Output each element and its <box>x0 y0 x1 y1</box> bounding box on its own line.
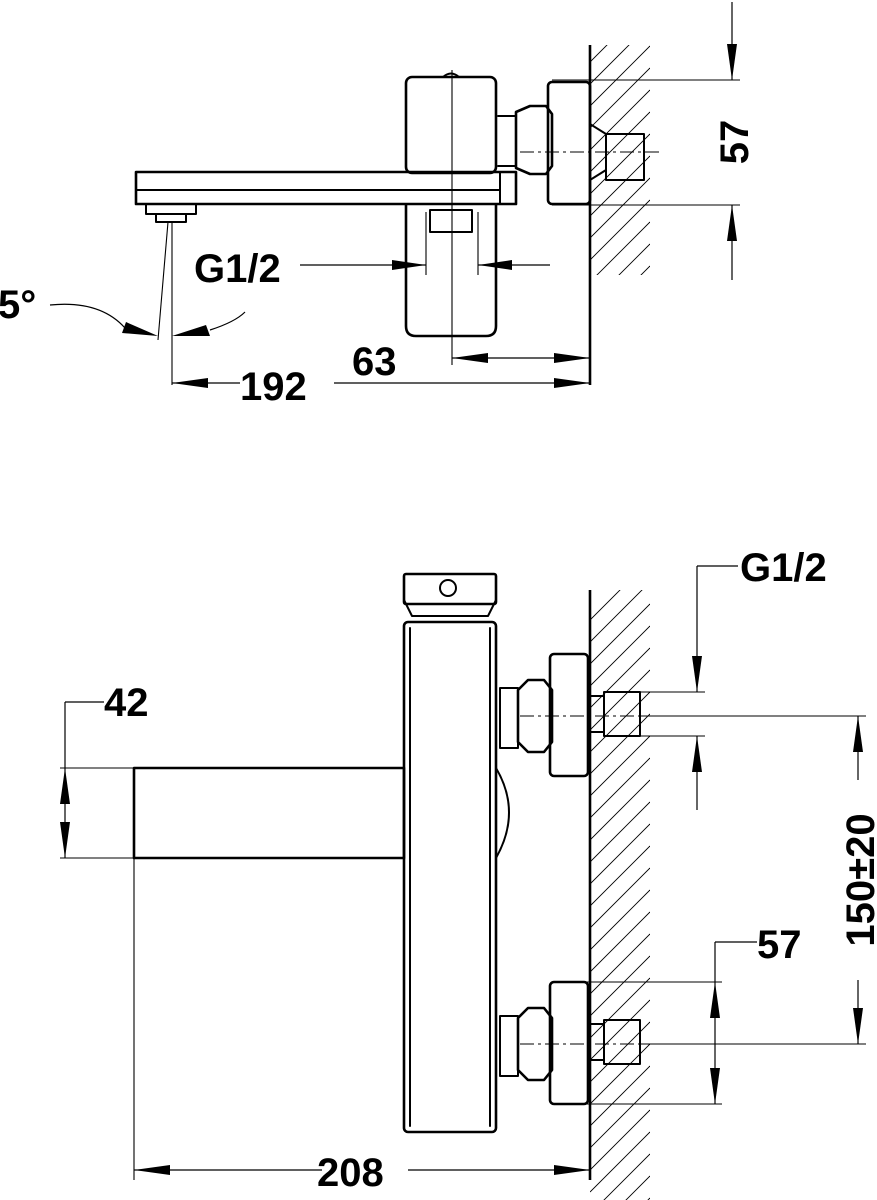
eccentric-connector-lower <box>499 980 650 1106</box>
wall-hatch-line <box>590 590 621 621</box>
dimension-63: 63 <box>352 340 590 384</box>
dimension-192: 192 <box>172 365 590 409</box>
dim-63-label: 63 <box>352 340 397 384</box>
wall-hatch-line <box>590 933 650 995</box>
mixer-body-side <box>404 70 498 365</box>
dimension-57-side: 57 <box>552 2 757 280</box>
spout-front <box>132 766 510 860</box>
dimension-57-front: 57 <box>552 923 802 1105</box>
wall-hatch-line <box>590 1065 650 1127</box>
side-view: 57 G1/2 5° 63 <box>0 0 757 409</box>
dim-42-label: 42 <box>104 681 149 725</box>
wall-hatch-line <box>590 823 650 885</box>
wall-hatch-line <box>590 955 650 1017</box>
wall-hatch-line <box>590 911 650 973</box>
wall-hatch-line <box>590 199 650 261</box>
wall-hatch-line <box>590 1109 650 1171</box>
wall-hatch-line <box>590 889 650 951</box>
wall-hatch-line <box>590 67 650 129</box>
wall-hatch-line <box>590 647 650 709</box>
dimension-thread-front: G1/2 <box>604 546 827 810</box>
wall-hatch-line <box>590 867 650 929</box>
wall-hatch-line <box>640 265 650 275</box>
wall-section-bottom <box>588 590 650 1200</box>
dimension-42: 42 <box>60 681 149 859</box>
thread-label-front: G1/2 <box>740 546 827 590</box>
dim-57-side-label: 57 <box>713 120 757 165</box>
wall-hatch-line <box>590 177 650 239</box>
wall-hatch-line <box>590 45 650 107</box>
wall-hatch-line <box>590 669 650 731</box>
dim-208-label: 208 <box>317 1151 384 1195</box>
wall-hatch-line <box>590 45 608 63</box>
wall-hatch-line <box>625 1175 650 1200</box>
wall-hatch-line <box>603 1153 650 1200</box>
wall-hatch-line <box>590 133 650 195</box>
thermostat-handle <box>402 572 498 617</box>
wall-hatch-line <box>618 243 650 275</box>
angle-label: 5° <box>0 283 36 327</box>
wall-hatch-line <box>590 845 650 907</box>
wall-hatch-line <box>590 779 650 841</box>
mixer-body-front <box>402 620 498 1134</box>
dimension-150: 150±20 <box>640 715 877 1045</box>
wall-hatch-line <box>590 590 643 643</box>
eccentric-connector-side <box>429 80 660 233</box>
wall-hatch-line <box>590 89 650 151</box>
wall-hatch-line <box>590 1087 650 1149</box>
dim-192-label: 192 <box>240 365 307 409</box>
dimension-angle: 5° <box>0 221 246 385</box>
wall-section-top <box>588 0 650 385</box>
wall-hatch-line <box>590 111 650 173</box>
wall-hatch-line <box>590 625 650 687</box>
wall-hatch-line <box>590 735 650 797</box>
dim-57-front-label: 57 <box>757 923 802 967</box>
wall-hatch-line <box>590 603 650 665</box>
dimension-thread-side: G1/2 <box>194 212 550 291</box>
wall-hatch-line <box>590 1131 650 1193</box>
wall-hatch-line <box>590 155 650 217</box>
wall-hatch-line <box>590 801 650 863</box>
thread-label-side: G1/2 <box>194 247 281 291</box>
wall-hatch-line <box>590 288 650 348</box>
wall-hatch-line <box>590 977 650 1039</box>
front-view: G1/2 150±20 57 <box>60 546 877 1200</box>
spout-side <box>134 170 518 223</box>
wall-hatch-line <box>590 999 650 1061</box>
wall-hatch-line <box>590 0 650 40</box>
wall-hatch-line <box>590 757 650 819</box>
dimension-208: 208 <box>133 858 590 1195</box>
wall-hatch-line <box>596 221 650 275</box>
dim-150-label: 150±20 <box>839 813 877 946</box>
wall-hatch-line <box>590 45 630 85</box>
